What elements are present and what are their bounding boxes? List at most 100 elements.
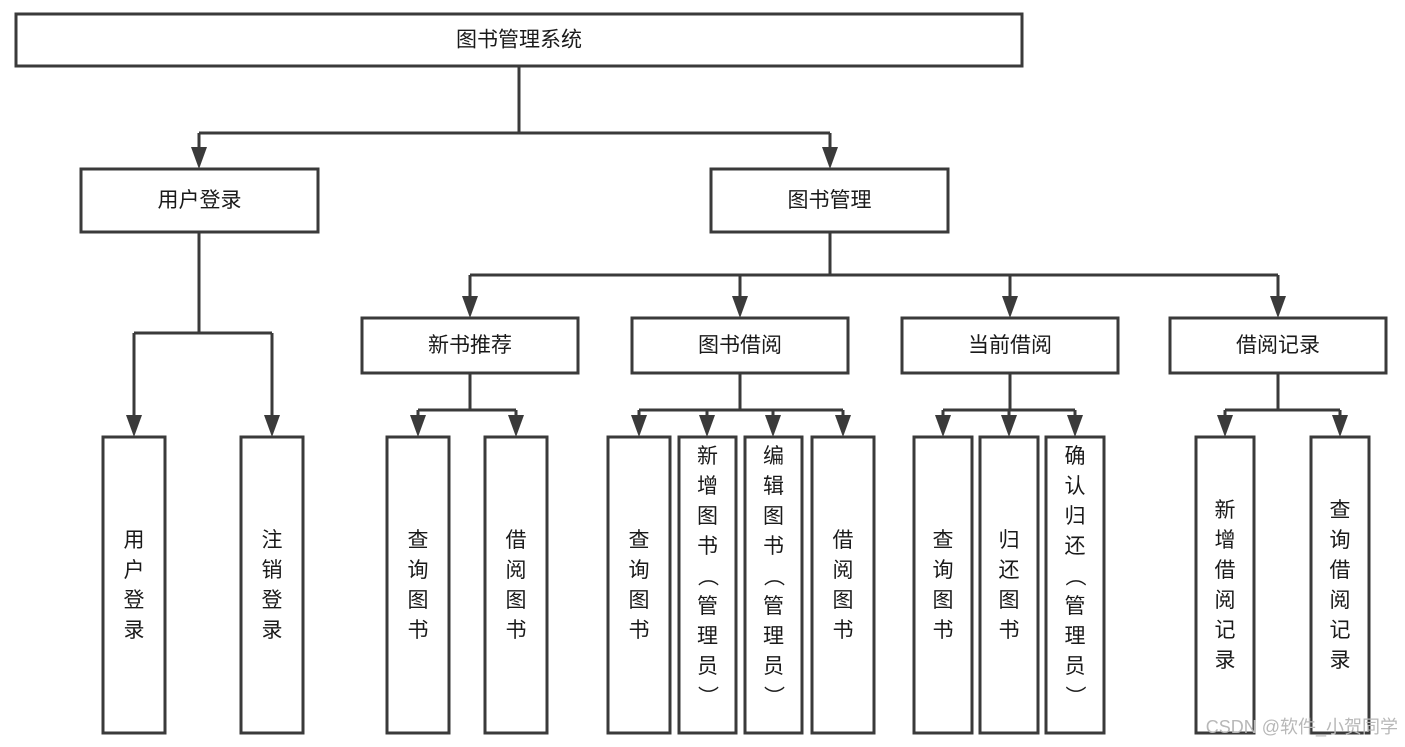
node-label-char: 登 <box>124 589 145 612</box>
node-label-char: （ <box>762 566 785 587</box>
node-box <box>1309 435 1371 735</box>
node-label-char: 管 <box>697 595 718 618</box>
node-box <box>900 316 1120 375</box>
node-label-char: 书 <box>763 535 784 558</box>
arrow-head-icon <box>822 147 838 169</box>
node-label-char: 图 <box>408 589 429 612</box>
node-box <box>978 435 1040 735</box>
node-label-char: 书 <box>506 619 527 642</box>
arrow-head-icon <box>732 296 748 318</box>
node-box <box>79 167 320 234</box>
node-label-char: 录 <box>1330 649 1351 672</box>
node-label-char: ） <box>696 686 719 707</box>
node-box <box>606 435 672 735</box>
node-label-char: 员 <box>697 655 718 678</box>
node-label-char: 查 <box>933 529 954 552</box>
node-box <box>1044 435 1106 735</box>
node-label-char: 员 <box>763 655 784 678</box>
node-label-char: 增 <box>697 475 718 498</box>
node-book-borrow[interactable]: 图书借阅 <box>630 316 850 375</box>
arrow-head-icon <box>631 415 647 437</box>
arrow-head-icon <box>1217 415 1233 437</box>
node-box <box>14 12 1024 68</box>
node-label-char: ） <box>1063 686 1086 707</box>
arrow-head-icon <box>1332 415 1348 437</box>
node-label: 借阅记录 <box>1236 334 1320 357</box>
node-label-char: 阅 <box>506 559 527 582</box>
node-label-char: 还 <box>1065 535 1086 558</box>
node-borrow-record[interactable]: 借阅记录 <box>1168 316 1388 375</box>
node-current-borrow[interactable]: 当前借阅 <box>900 316 1120 375</box>
node-label-char: 还 <box>999 559 1020 582</box>
node-label-char: 借 <box>1330 559 1351 582</box>
node-book-manage[interactable]: 图书管理 <box>709 167 950 234</box>
node-label-char: 编 <box>763 445 784 468</box>
node-label-char: 询 <box>408 559 429 582</box>
node-label-char: 销 <box>262 559 283 582</box>
node-label-char: 书 <box>833 619 854 642</box>
node-box <box>630 316 850 375</box>
node-label-char: 管 <box>763 595 784 618</box>
node-label-char: 查 <box>629 529 650 552</box>
node-leaf-user-login[interactable]: 用户登录 <box>101 435 167 735</box>
node-box <box>743 435 804 735</box>
node-label-char: 理 <box>697 625 718 648</box>
node-label: 用户登录 <box>158 189 242 212</box>
node-label: 新书推荐 <box>428 334 512 357</box>
arrow-head-icon <box>1067 415 1083 437</box>
node-label-char: 询 <box>1330 529 1351 552</box>
node-box <box>101 435 167 735</box>
node-label-char: （ <box>696 566 719 587</box>
node-label-char: 询 <box>629 559 650 582</box>
arrow-head-icon <box>410 415 426 437</box>
arrow-head-layer <box>126 147 1348 437</box>
node-label-char: 新 <box>1215 499 1236 522</box>
node-box <box>709 167 950 234</box>
node-box <box>912 435 974 735</box>
node-label-char: 图 <box>833 589 854 612</box>
node-label-char: 书 <box>999 619 1020 642</box>
node-root[interactable]: 图书管理系统 <box>14 12 1024 68</box>
node-label-char: 查 <box>408 529 429 552</box>
node-label-char: 记 <box>1330 619 1351 642</box>
node-label-char: 辑 <box>763 475 784 498</box>
arrow-head-icon <box>765 415 781 437</box>
node-label-char: 阅 <box>1330 589 1351 612</box>
arrow-head-icon <box>126 415 142 437</box>
node-box <box>810 435 876 735</box>
node-user-login[interactable]: 用户登录 <box>79 167 320 234</box>
node-label-char: 查 <box>1330 499 1351 522</box>
arrow-head-icon <box>462 296 478 318</box>
node-label: 图书管理系统 <box>456 29 582 52</box>
node-label-char: 户 <box>124 559 145 582</box>
node-label-char: 员 <box>1065 655 1086 678</box>
node-label-char: 登 <box>262 589 283 612</box>
node-label-char: 图 <box>763 505 784 528</box>
node-box <box>483 435 549 735</box>
node-label-char: 书 <box>933 619 954 642</box>
node-label-char: 借 <box>833 529 854 552</box>
node-layer: 图书管理系统用户登录图书管理新书推荐图书借阅当前借阅借阅记录用户登录注销登录查询… <box>14 12 1388 735</box>
node-label-char: 注 <box>262 529 283 552</box>
arrow-head-icon <box>1001 415 1017 437</box>
node-label-char: 理 <box>763 625 784 648</box>
node-new-book-recommend[interactable]: 新书推荐 <box>360 316 580 375</box>
node-label-char: 图 <box>506 589 527 612</box>
node-label-char: 阅 <box>833 559 854 582</box>
node-label-char: 录 <box>124 619 145 642</box>
node-label-char: ） <box>762 686 785 707</box>
arrow-head-icon <box>935 415 951 437</box>
